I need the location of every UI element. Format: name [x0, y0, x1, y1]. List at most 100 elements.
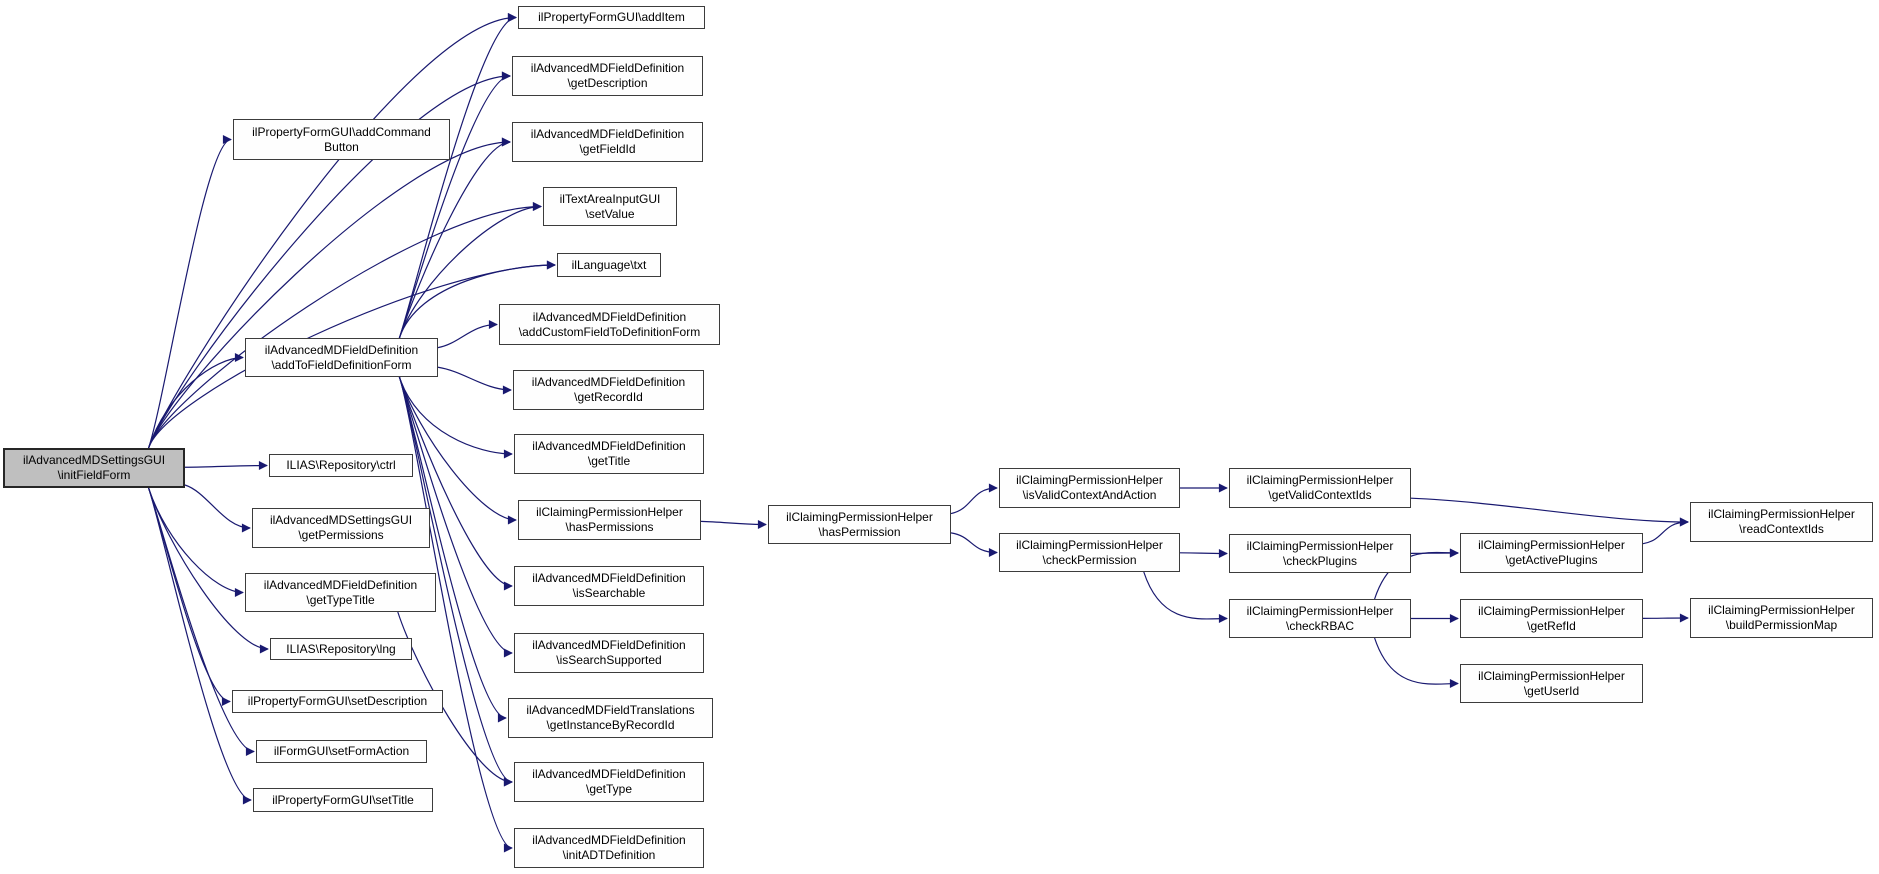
- edge-initFieldForm-addItem: [148, 13, 517, 449]
- node-label-line: ilPropertyFormGUI\addItem: [538, 10, 685, 24]
- edge-getValidContextIds-readContextIds: [1410, 497, 1689, 527]
- edge-hasPermission-checkPermission: [950, 532, 998, 557]
- edge-addToFieldDefinitionForm-isSearchSupported: [398, 376, 513, 658]
- node-getRecordId[interactable]: ilAdvancedMDFieldDefinition\getRecordId: [513, 370, 704, 410]
- node-label-line: \getRefId: [1527, 618, 1576, 633]
- node-label-line: ilAdvancedMDFieldDefinition: [530, 127, 685, 141]
- edge-addToFieldDefinitionForm-addItem: [398, 13, 517, 339]
- edge-initFieldForm-setDescription: [148, 487, 231, 706]
- edge-initFieldForm-ctrl: [184, 461, 268, 471]
- node-getRefId[interactable]: ilClaimingPermissionHelper\getRefId: [1460, 599, 1643, 638]
- node-buildPermissionMap[interactable]: ilClaimingPermissionHelper\buildPermissi…: [1690, 598, 1873, 638]
- node-getValidContextIds[interactable]: ilClaimingPermissionHelper\getValidConte…: [1229, 468, 1411, 508]
- node-getActivePlugins[interactable]: ilClaimingPermissionHelper\getActivePlug…: [1460, 533, 1643, 573]
- edge-getTypeTitle-getType: [397, 611, 513, 787]
- edge-checkPermission-checkPlugins: [1179, 548, 1228, 558]
- node-label-line: \getType: [585, 782, 633, 796]
- node-label-line: \getTitle: [587, 454, 631, 468]
- node-label-line: ilTextAreaInputGUI: [559, 191, 661, 206]
- node-ctrl[interactable]: ILIAS\Repository\ctrl: [269, 454, 413, 477]
- node-setFormAction[interactable]: ilFormGUI\setFormAction: [256, 740, 427, 763]
- node-label-line: ilClaimingPermissionHelper: [536, 505, 683, 519]
- node-initADTDefinition[interactable]: ilAdvancedMDFieldDefinition\initADTDefin…: [514, 828, 704, 868]
- node-addCustomFieldToDefinitionForm[interactable]: ilAdvancedMDFieldDefinition\addCustomFie…: [499, 304, 720, 345]
- node-getType[interactable]: ilAdvancedMDFieldDefinition\getType: [514, 762, 704, 802]
- node-label-line: ilFormGUI\setFormAction: [273, 744, 410, 758]
- node-isSearchable[interactable]: ilAdvancedMDFieldDefinition\isSearchable: [514, 566, 704, 606]
- node-setDescription[interactable]: ilPropertyFormGUI\setDescription: [232, 690, 443, 713]
- node-label-line: \getActivePlugins: [1505, 553, 1598, 567]
- node-label-line: ilAdvancedMDFieldDefinition: [531, 375, 686, 389]
- edge-initFieldForm-setFormAction: [148, 487, 255, 756]
- node-label-line: \buildPermissionMap: [1725, 618, 1838, 632]
- node-checkPermission[interactable]: ilClaimingPermissionHelper\checkPermissi…: [999, 533, 1180, 572]
- node-getUserId[interactable]: ilClaimingPermissionHelper\getUserId: [1460, 664, 1643, 703]
- edge-hasPermissions-hasPermission: [700, 519, 767, 529]
- edge-addToFieldDefinitionForm-getFieldId: [398, 137, 511, 339]
- edge-initFieldForm-getDescription: [148, 71, 511, 449]
- node-getTitle[interactable]: ilAdvancedMDFieldDefinition\getTitle: [514, 434, 704, 474]
- node-label-line: ilPropertyFormGUI\setDescription: [247, 694, 428, 708]
- node-label-line: ilAdvancedMDFieldDefinition: [532, 767, 686, 781]
- node-label-line: \addToFieldDefinitionForm: [271, 357, 412, 372]
- edge-addToFieldDefinitionForm-getRecordId: [437, 366, 512, 395]
- node-label-line: ILIAS\Repository\ctrl: [286, 458, 396, 472]
- node-label-line: \getFieldId: [579, 142, 636, 156]
- node-label-line: \initFieldForm: [57, 468, 131, 482]
- node-label-line: \getDescription: [567, 76, 648, 90]
- node-setTitle[interactable]: ilPropertyFormGUI\setTitle: [253, 788, 433, 812]
- edge-addToFieldDefinitionForm-getInstanceByRecordId: [398, 376, 507, 723]
- node-hasPermissions[interactable]: ilClaimingPermissionHelper\hasPermission…: [518, 500, 701, 540]
- node-label-line: ilClaimingPermissionHelper: [1708, 603, 1855, 617]
- node-label-line: \setValue: [585, 206, 635, 221]
- node-getInstanceByRecordId[interactable]: ilAdvancedMDFieldTranslations\getInstanc…: [508, 698, 713, 738]
- node-addItem[interactable]: ilPropertyFormGUI\addItem: [518, 6, 705, 29]
- node-label-line: ilAdvancedMDFieldDefinition: [264, 342, 419, 357]
- node-isValidContextAndAction[interactable]: ilClaimingPermissionHelper\isValidContex…: [999, 468, 1180, 508]
- node-label-line: \getPermissions: [298, 528, 384, 542]
- node-label-line: ilAdvancedMDFieldDefinition: [532, 439, 686, 453]
- node-label-line: Button: [324, 139, 359, 154]
- edge-addToFieldDefinitionForm-getDescription: [398, 71, 511, 339]
- node-addToFieldDefinitionForm[interactable]: ilAdvancedMDFieldDefinition\addToFieldDe…: [245, 338, 438, 377]
- edge-addToFieldDefinitionForm-isSearchable: [398, 376, 513, 591]
- node-label-line: ilClaimingPermissionHelper: [1478, 603, 1625, 618]
- node-label-line: ilAdvancedMDFieldDefinition: [532, 571, 686, 585]
- edge-addToFieldDefinitionForm-hasPermissions: [398, 376, 517, 525]
- node-label-line: \checkPermission: [1042, 552, 1137, 567]
- node-label-line: ilClaimingPermissionHelper: [1246, 473, 1394, 487]
- node-label-line: \initADTDefinition: [562, 848, 656, 862]
- node-setValue[interactable]: ilTextAreaInputGUI\setValue: [543, 187, 677, 226]
- node-getDescription[interactable]: ilAdvancedMDFieldDefinition\getDescripti…: [512, 56, 703, 96]
- node-getTypeTitle[interactable]: ilAdvancedMDFieldDefinition\getTypeTitle: [245, 573, 436, 612]
- node-checkPlugins[interactable]: ilClaimingPermissionHelper\checkPlugins: [1229, 534, 1411, 573]
- node-txt[interactable]: ilLanguage\txt: [557, 253, 661, 277]
- node-label-line: \isSearchable: [572, 586, 646, 600]
- node-label-line: ilClaimingPermissionHelper: [1016, 473, 1163, 487]
- edge-checkPermission-checkRBAC: [1143, 571, 1228, 624]
- node-label-line: \getValidContextIds: [1268, 488, 1372, 502]
- edge-initFieldForm-addCommandButton: [148, 135, 232, 449]
- node-getPermissions[interactable]: ilAdvancedMDSettingsGUI\getPermissions: [252, 508, 430, 548]
- edge-initFieldForm-setTitle: [148, 487, 252, 805]
- node-getFieldId[interactable]: ilAdvancedMDFieldDefinition\getFieldId: [512, 122, 703, 162]
- node-readContextIds[interactable]: ilClaimingPermissionHelper\readContextId…: [1690, 502, 1873, 542]
- node-label-line: \getRecordId: [574, 390, 643, 404]
- node-label-line: \hasPermissions: [565, 520, 654, 534]
- edge-checkRBAC-getActivePlugins: [1374, 548, 1459, 600]
- node-hasPermission[interactable]: ilClaimingPermissionHelper\hasPermission: [768, 505, 951, 544]
- node-lng[interactable]: ILIAS\Repository\lng: [270, 638, 412, 660]
- node-label-line: ilClaimingPermissionHelper: [786, 509, 933, 524]
- edge-addToFieldDefinitionForm-addCustomFieldToDefinitionForm: [437, 320, 498, 349]
- edge-getActivePlugins-readContextIds: [1642, 517, 1689, 545]
- node-checkRBAC[interactable]: ilClaimingPermissionHelper\checkRBAC: [1229, 599, 1411, 638]
- edge-addToFieldDefinitionForm-getTitle: [398, 376, 513, 459]
- node-label-line: \checkPlugins: [1282, 553, 1358, 568]
- edge-initFieldForm-getFieldId: [148, 137, 511, 449]
- node-label-line: ilLanguage\txt: [571, 257, 647, 272]
- node-label-line: ilClaimingPermissionHelper: [1246, 538, 1394, 553]
- node-isSearchSupported[interactable]: ilAdvancedMDFieldDefinition\isSearchSupp…: [514, 633, 704, 673]
